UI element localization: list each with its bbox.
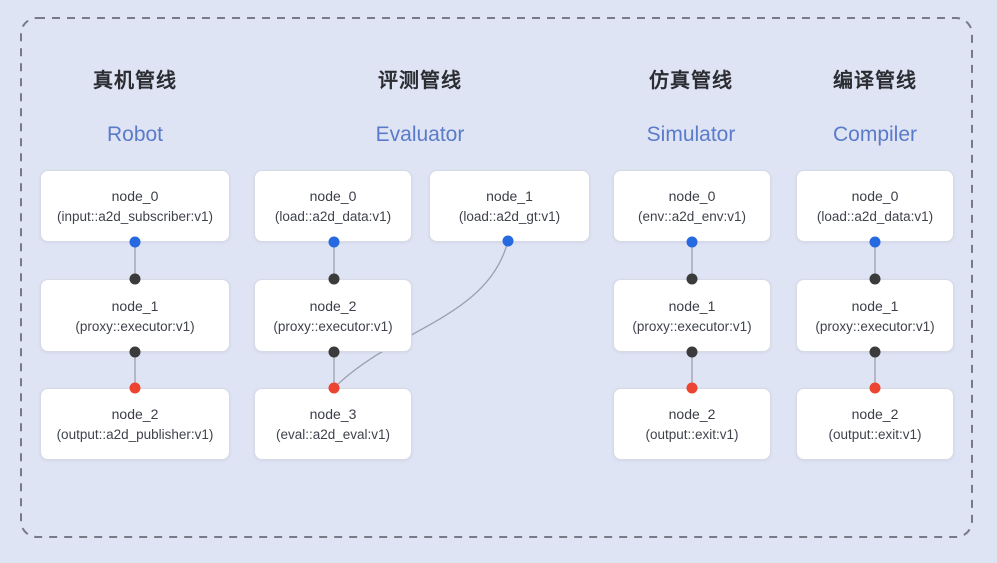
header-robot-en: Robot <box>106 123 164 146</box>
node-impl: (eval::a2d_eval:v1) <box>275 427 391 442</box>
node-evaluator-2: node_2 (proxy::executor:v1) <box>254 279 412 352</box>
header-evaluator-en: Evaluator <box>375 123 465 146</box>
node-title: node_0 <box>111 188 159 204</box>
node-impl: (load::a2d_data:v1) <box>816 209 934 224</box>
header-robot-zh: 真机管线 <box>93 70 177 92</box>
node-title: node_0 <box>309 188 357 204</box>
header-simulator-zh: 仿真管线 <box>649 70 733 92</box>
header-compiler-zh: 编译管线 <box>833 70 917 92</box>
node-evaluator-1: node_1 (load::a2d_gt:v1) <box>429 170 590 242</box>
node-robot-1: node_1 (proxy::executor:v1) <box>40 279 230 352</box>
node-evaluator-0: node_0 (load::a2d_data:v1) <box>254 170 412 242</box>
node-title: node_1 <box>851 297 899 314</box>
node-title: node_0 <box>668 188 716 204</box>
node-impl: (env::a2d_env:v1) <box>637 209 747 224</box>
header-compiler-en: Compiler <box>832 123 918 146</box>
node-impl: (output::exit:v1) <box>645 427 739 442</box>
node-title: node_1 <box>668 297 716 314</box>
node-simulator-2: node_2 (output::exit:v1) <box>613 388 771 460</box>
node-evaluator-3: node_3 (eval::a2d_eval:v1) <box>254 388 412 460</box>
node-title: node_3 <box>309 406 357 422</box>
node-impl: (proxy::executor:v1) <box>632 318 752 334</box>
node-robot-0: node_0 (input::a2d_subscriber:v1) <box>40 170 230 242</box>
node-impl: (proxy::executor:v1) <box>273 318 393 334</box>
node-impl: (load::a2d_data:v1) <box>274 209 392 224</box>
node-compiler-1: node_1 (proxy::executor:v1) <box>796 279 954 352</box>
node-compiler-2: node_2 (output::exit:v1) <box>796 388 954 460</box>
node-title: node_1 <box>486 188 533 204</box>
node-compiler-0: node_0 (load::a2d_data:v1) <box>796 170 954 242</box>
node-impl: (output::exit:v1) <box>828 427 922 442</box>
node-robot-2: node_2 (output::a2d_publisher:v1) <box>40 388 230 460</box>
node-title: node_2 <box>668 406 716 422</box>
node-title: node_2 <box>851 406 899 422</box>
node-impl: (proxy::executor:v1) <box>815 318 935 334</box>
node-impl: (output::a2d_publisher:v1) <box>56 427 214 442</box>
header-simulator-en: Simulator <box>646 123 736 146</box>
node-title: node_2 <box>111 406 159 422</box>
node-impl: (proxy::executor:v1) <box>75 318 195 334</box>
node-impl: (load::a2d_gt:v1) <box>458 209 561 224</box>
node-title: node_0 <box>851 188 899 204</box>
node-title: node_1 <box>111 297 159 314</box>
node-simulator-1: node_1 (proxy::executor:v1) <box>613 279 771 352</box>
node-simulator-0: node_0 (env::a2d_env:v1) <box>613 170 771 242</box>
node-title: node_2 <box>309 297 357 314</box>
node-impl: (input::a2d_subscriber:v1) <box>56 209 214 224</box>
header-evaluator-zh: 评测管线 <box>378 70 462 92</box>
